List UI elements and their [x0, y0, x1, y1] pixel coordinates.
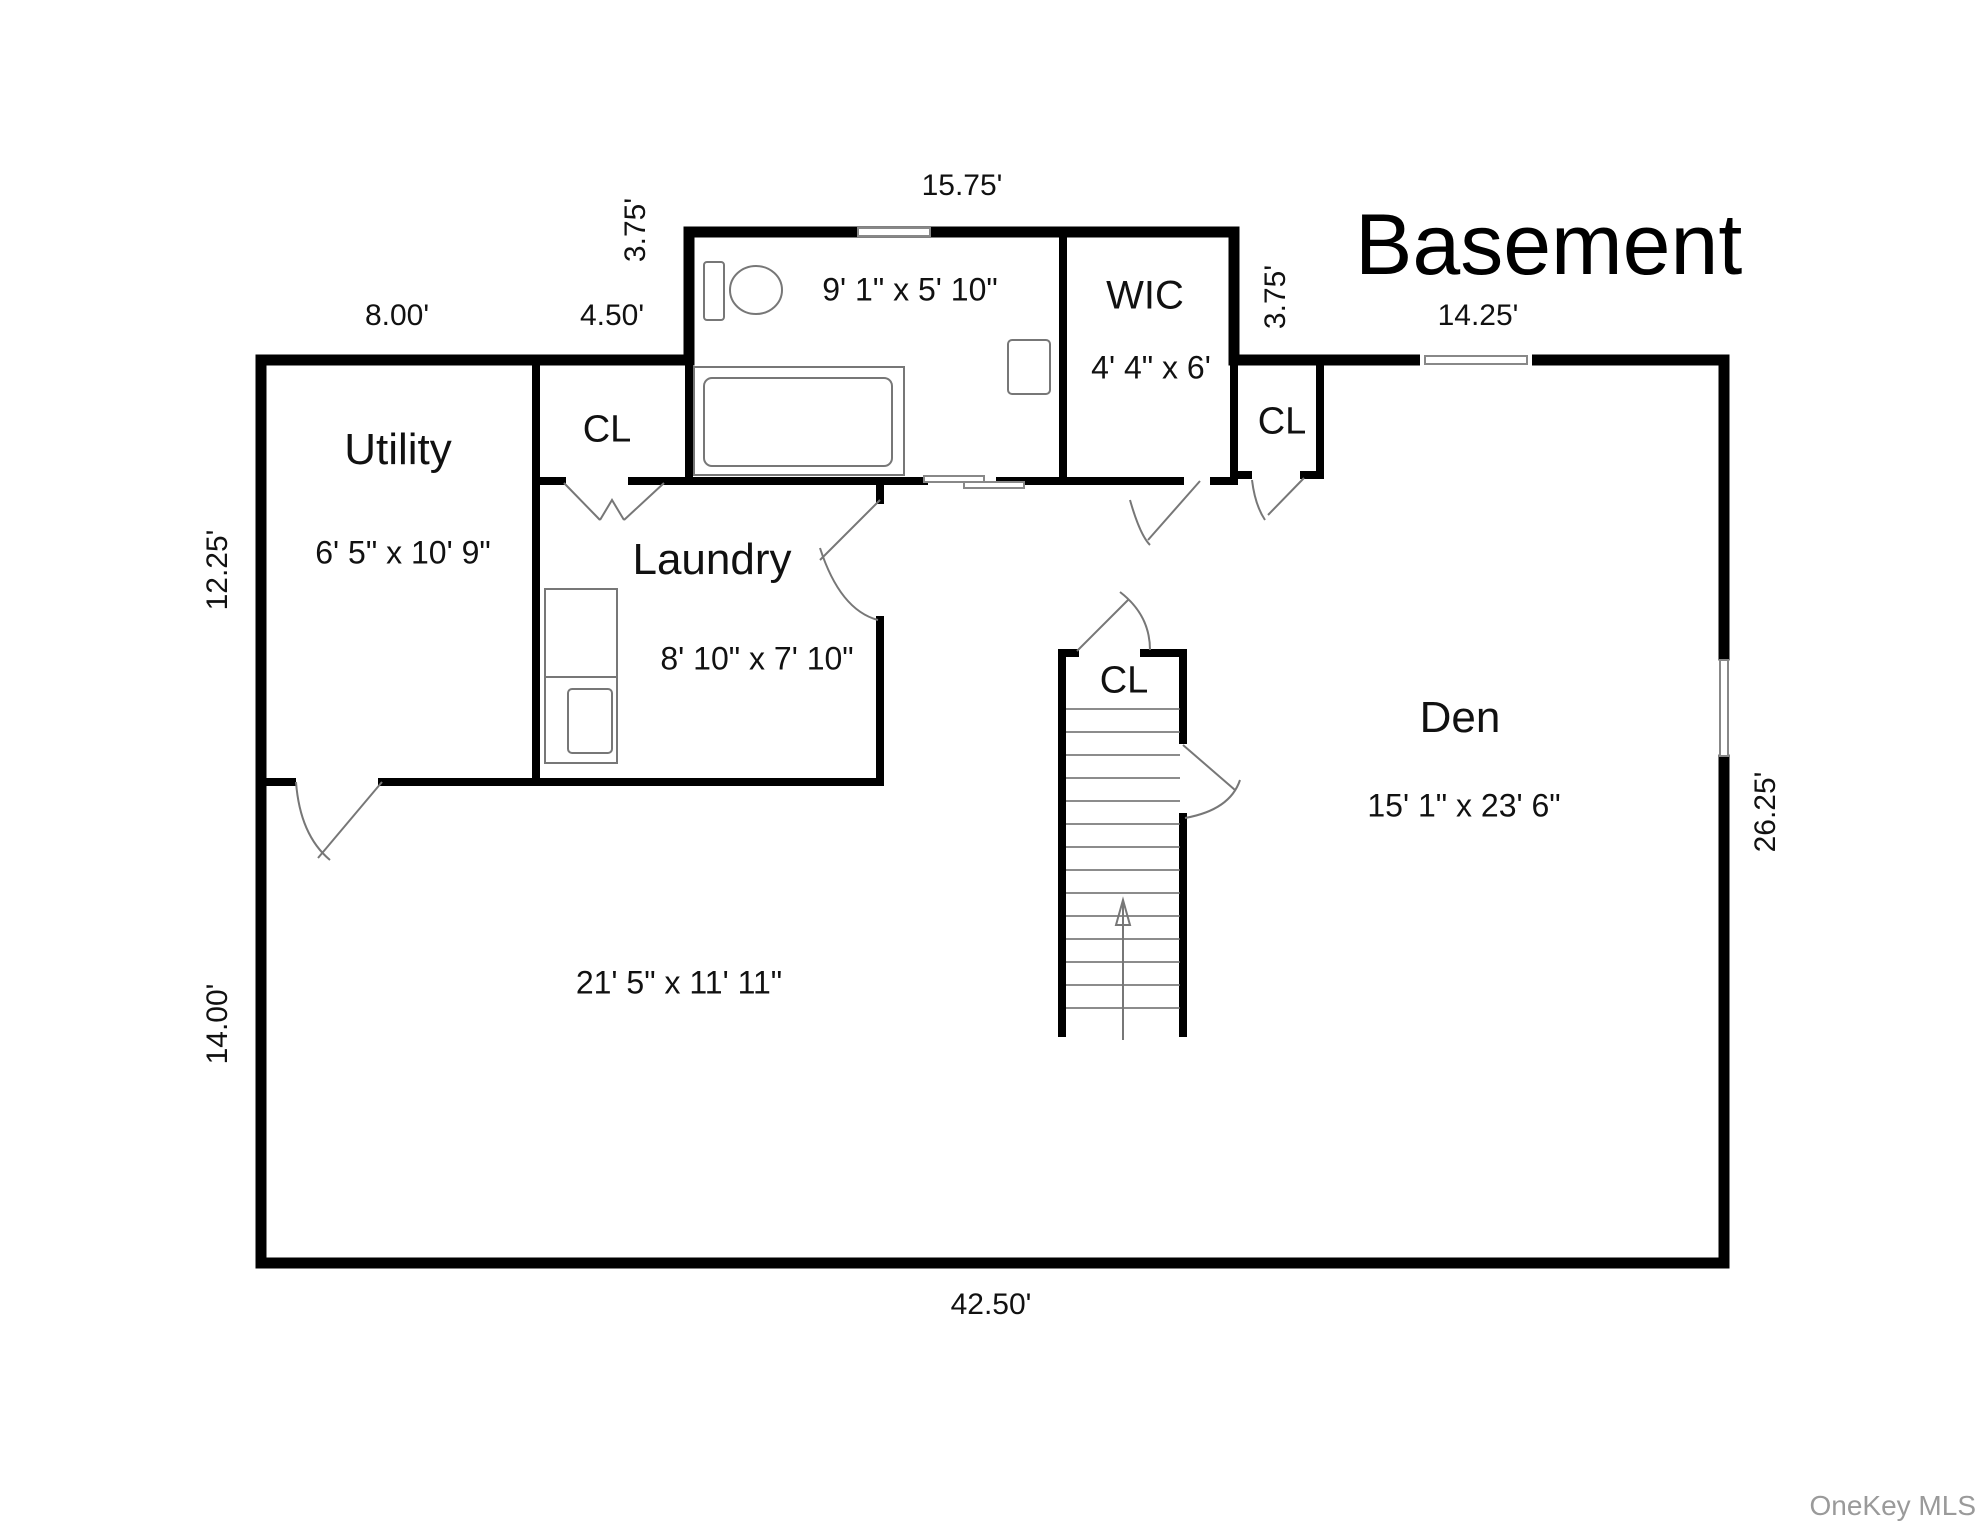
stair-walls [1058, 649, 1187, 1037]
room-bath-size: 9' 1" x 5' 10" [822, 271, 998, 308]
utility-door [317, 781, 383, 859]
washer-dryer-icon [544, 588, 618, 764]
dim-bottom: 42.50' [950, 1288, 1032, 1321]
bath-window [857, 227, 931, 237]
dim-left-lower: 14.00' [201, 983, 234, 1065]
laundry-walls [532, 477, 884, 786]
dim-bath-offset-left: 3.75' [619, 197, 652, 263]
room-den-name: Den [1419, 693, 1501, 742]
room-closet-name: CL [582, 408, 632, 451]
dim-left-upper: 12.25' [201, 529, 234, 611]
outer-wall [255, 226, 1730, 1269]
sink-icon [1007, 339, 1051, 395]
dim-top-right: 14.25' [1437, 299, 1519, 332]
dim-top-left: 8.00' [364, 299, 430, 332]
stair-arrow-icon [1114, 896, 1132, 1040]
page-title: Basement [1355, 197, 1743, 293]
room-laundry-name: Laundry [632, 535, 792, 584]
room-den-size: 15' 1" x 23' 6" [1367, 787, 1561, 824]
dim-bath-offset-right: 3.75' [1259, 264, 1292, 330]
dim-right: 26.25' [1749, 771, 1782, 853]
closet2-walls [1236, 360, 1324, 479]
room-closet2-name: CL [1257, 400, 1307, 443]
room-wic-size: 4' 4" x 6' [1091, 349, 1211, 386]
bathtub-icon [693, 366, 905, 476]
room-wic-name: WIC [1106, 273, 1184, 318]
room-rec-size: 21' 5" x 11' 11" [575, 964, 783, 1001]
dim-top-closet: 4.50' [579, 299, 645, 332]
room-utility-name: Utility [344, 425, 452, 474]
toilet-icon [703, 261, 783, 321]
watermark: OneKey MLS [1809, 1490, 1976, 1521]
room-utility-size: 6' 5" x 10' 9" [315, 534, 491, 571]
room-stair-closet-name: CL [1099, 659, 1149, 702]
dim-bath-top: 15.75' [921, 169, 1003, 202]
room-laundry-size: 8' 10" x 7' 10" [660, 640, 854, 677]
utility-walls [257, 356, 540, 786]
den-window-right [1719, 659, 1729, 757]
